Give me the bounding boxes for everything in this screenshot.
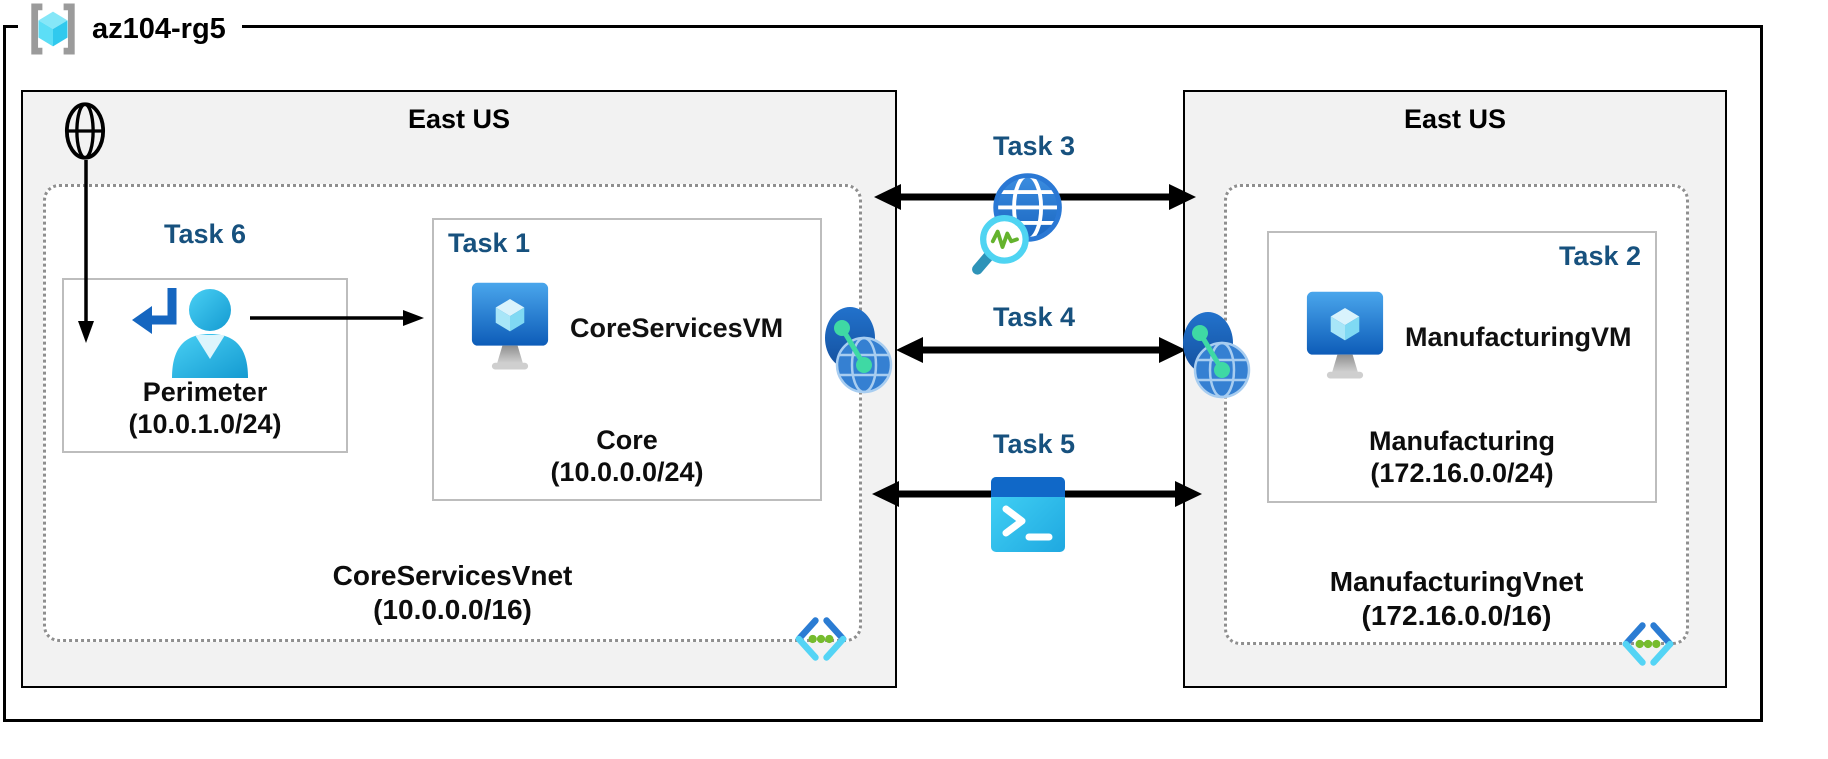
subnet-manufacturing-box: Task 2 ManufacturingVM Manufacturing (17…	[1267, 231, 1657, 503]
left-vnet-cidr: (10.0.0.0/16)	[373, 594, 532, 625]
subnet-core-box: Task 1	[432, 218, 822, 501]
vnet-peering-icon-right	[1183, 312, 1251, 399]
subnet-perimeter-box: Perimeter (10.0.1.0/24)	[62, 278, 348, 453]
region-right-title: East US	[1403, 104, 1507, 134]
resource-group-icon	[31, 3, 75, 55]
task4-label: Task 4	[992, 302, 1076, 332]
internet-globe-icon	[64, 102, 106, 160]
coreservices-vm-name: CoreServicesVM	[570, 313, 784, 343]
core-subnet-name: Core	[596, 425, 658, 455]
right-vnet-cidr: (172.16.0.0/16)	[1361, 600, 1552, 631]
network-watcher-icon	[972, 173, 1062, 275]
code-brackets-icon-left	[795, 617, 847, 661]
left-vnet-text-block: CoreServicesVnet (10.0.0.0/16)	[46, 559, 859, 627]
region-left: East US Task 6	[21, 90, 897, 688]
task1-label: Task 1	[448, 228, 531, 258]
code-brackets-icon-right	[1622, 622, 1674, 666]
left-vnet-name: CoreServicesVnet	[332, 560, 573, 591]
region-right: East US Task 2 ManufacturingVM	[1183, 90, 1727, 688]
core-subnet-cidr: (10.0.0.0/24)	[550, 457, 704, 487]
perimeter-subnet-cidr: (10.0.1.0/24)	[128, 409, 282, 439]
manufacturing-subnet-name: Manufacturing	[1369, 426, 1555, 456]
cloud-shell-icon	[991, 477, 1065, 552]
right-vnet-text-block: ManufacturingVnet (172.16.0.0/16)	[1227, 565, 1686, 633]
resource-group-name: az104-rg5	[92, 12, 226, 45]
perimeter-text-block: Perimeter (10.0.1.0/24)	[64, 376, 346, 440]
perimeter-sign-in-icon	[132, 288, 248, 378]
coreservices-vm: CoreServicesVM	[470, 280, 783, 377]
task2-label: Task 2	[1558, 241, 1641, 271]
manufacturing-text-block: Manufacturing (172.16.0.0/24)	[1269, 425, 1655, 489]
task6-label: Task 6	[163, 219, 247, 249]
vnet-peering-icon-left	[825, 307, 893, 394]
task5-label: Task 5	[992, 429, 1076, 459]
perimeter-subnet-name: Perimeter	[142, 377, 268, 407]
vm-icon	[471, 282, 549, 370]
manufacturing-vm-name: ManufacturingVM	[1405, 322, 1632, 352]
resource-group-badge: az104-rg5	[18, 0, 242, 58]
vnet-manufacturing: Task 2 ManufacturingVM Manufacturing (17…	[1224, 184, 1689, 666]
task3-label: Task 3	[992, 131, 1076, 161]
manufacturing-subnet-cidr: (172.16.0.0/24)	[1370, 458, 1554, 488]
region-left-title: East US	[407, 104, 511, 134]
vm-icon	[1306, 291, 1384, 379]
core-text-block: Core (10.0.0.0/24)	[434, 424, 820, 488]
vnet-coreservices: Task 6 Perimeter (10	[43, 184, 862, 661]
manufacturing-vm: ManufacturingVM	[1305, 289, 1632, 386]
right-vnet-name: ManufacturingVnet	[1329, 566, 1584, 597]
